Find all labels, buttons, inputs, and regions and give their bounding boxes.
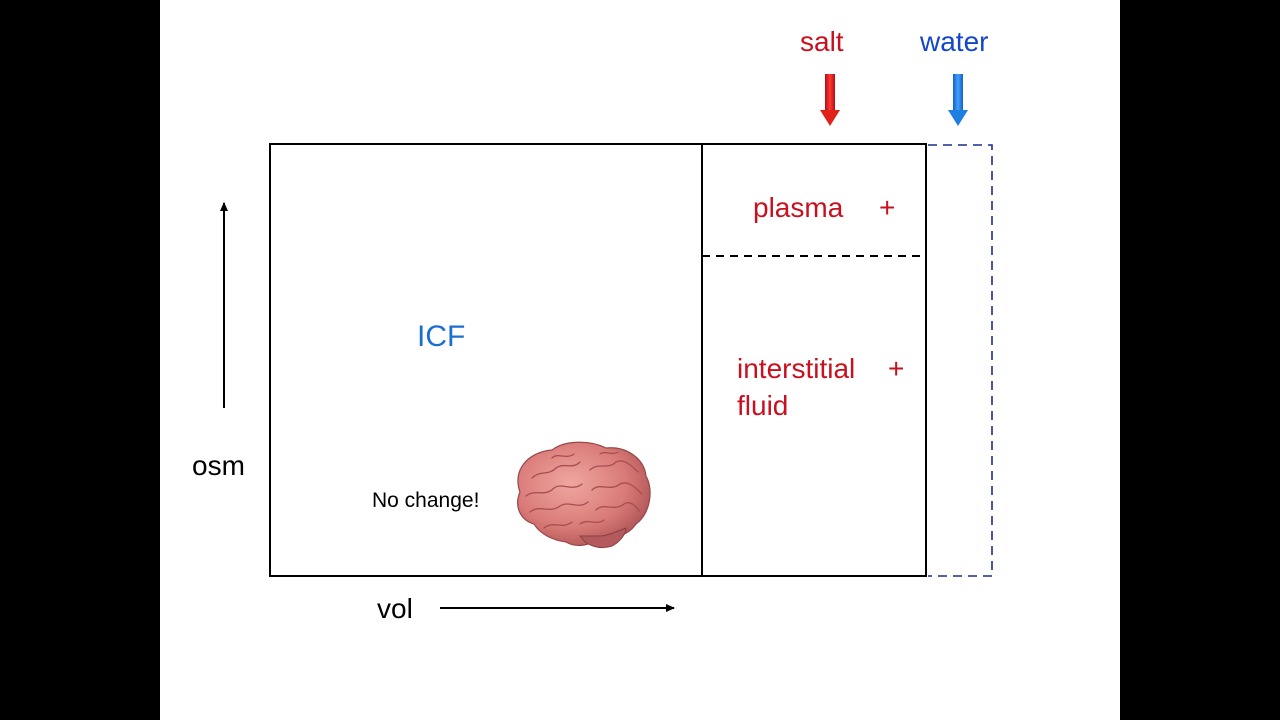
interstitial-label: interstitial xyxy=(737,353,856,384)
plasma-increase-sign: + xyxy=(879,192,896,223)
slide: salt water plasma + interstitial fluid +… xyxy=(160,0,1120,720)
brain-icon xyxy=(517,441,651,549)
vol-axis-label: vol xyxy=(377,593,413,624)
water-label: water xyxy=(920,26,989,57)
interstitial-fluid-label: fluid xyxy=(737,390,789,421)
plasma-label: plasma xyxy=(753,192,844,223)
compartment-box xyxy=(269,143,927,577)
diagram-canvas xyxy=(220,74,993,612)
no-change-label: No change! xyxy=(372,489,480,512)
osm-axis-label: osm xyxy=(192,450,245,481)
icf-label: ICF xyxy=(417,320,466,353)
salt-arrow-icon xyxy=(820,74,840,126)
water-arrow-icon xyxy=(948,74,968,126)
salt-label: salt xyxy=(800,26,844,57)
interstitial-increase-sign: + xyxy=(888,353,905,384)
ecf-expansion-outline xyxy=(928,144,993,577)
